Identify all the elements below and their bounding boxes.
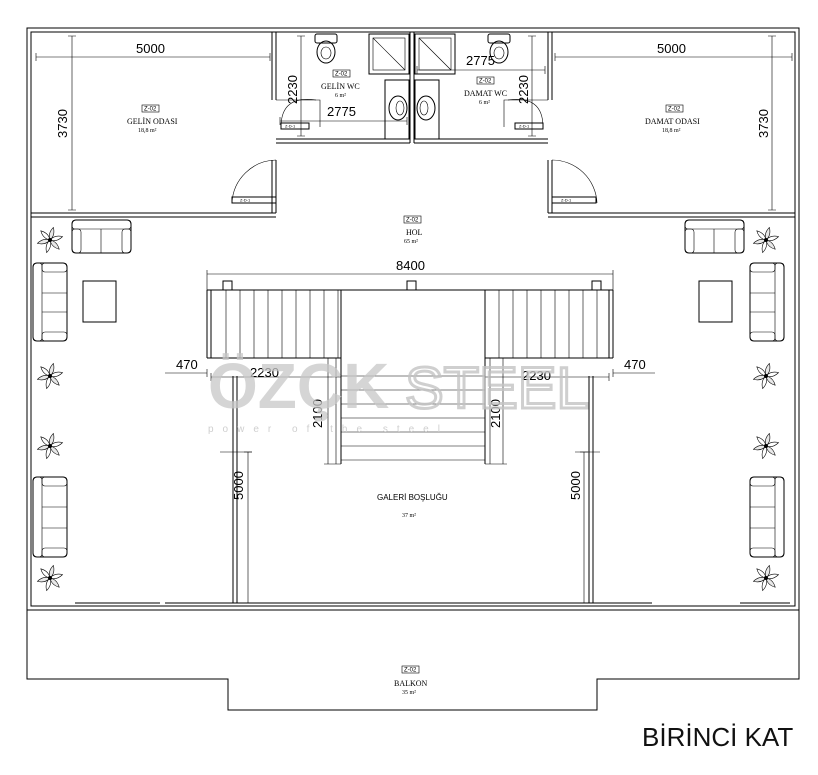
sofa-right-upper-icon <box>749 262 785 342</box>
label-galeri: GALERİ BOŞLUĞU <box>377 493 448 502</box>
watermark-brand-right: STEEL <box>405 356 589 421</box>
room-labels: Z-02 GELİN ODASI 18,8 m² Z-02 GELİN WC 6… <box>127 69 700 696</box>
tag-damat-odasi: Z-02 <box>668 107 681 113</box>
label-hol: HOL <box>406 228 423 237</box>
dim-gelin-wc-height: 2230 <box>285 75 300 104</box>
dim-damat-wc-height: 2230 <box>516 75 531 104</box>
dim-right-landing: 2230 <box>522 368 551 383</box>
tag-gelin-odasi: Z-02 <box>144 107 157 113</box>
dimensions-upper: 5000 3730 5000 3730 2230 2775 2775 2230 <box>35 35 793 211</box>
dim-damat-height: 3730 <box>756 109 771 138</box>
dim-right-offset: 470 <box>624 357 646 372</box>
sofa-top-right-icon <box>684 219 745 254</box>
label-gelin-odasi: GELİN ODASI <box>127 117 178 126</box>
sofa-left-lower-icon <box>32 476 68 558</box>
coffee-table-left-icon <box>82 280 117 323</box>
dim-left-stair-run: 2100 <box>310 399 325 428</box>
area-galeri: 37 m² <box>402 513 416 519</box>
plant-icon <box>36 564 64 592</box>
dim-gelin-height: 3730 <box>55 109 70 138</box>
coffee-table-right-icon <box>698 280 733 323</box>
door-tag-gelin-odasi: Z-D-1 <box>240 198 251 203</box>
plant-icon <box>752 432 780 460</box>
door-tag-gelin-wc: Z-D-1 <box>285 124 296 129</box>
staircase: 8400 470 470 2230 2230 2100 <box>165 258 655 603</box>
dim-gelin-width: 5000 <box>136 41 165 56</box>
drawing-title: BİRİNCİ KAT <box>642 722 793 752</box>
watermark-tagline: power of the steel <box>208 424 449 435</box>
sofa-right-lower-icon <box>749 476 785 558</box>
watermark-brand-left: ÖZÇK <box>208 350 389 422</box>
sink-damat-icon <box>414 79 440 140</box>
dim-left-landing: 2230 <box>250 365 279 380</box>
tag-gelin-wc: Z-02 <box>335 72 348 78</box>
plants <box>36 226 780 592</box>
sofa-top-left-icon <box>71 219 132 254</box>
shower-damat-icon <box>414 33 456 75</box>
label-damat-wc: DAMAT WC <box>464 89 507 98</box>
furniture <box>32 219 785 558</box>
sofa-left-upper-icon <box>32 262 68 342</box>
outer-walls <box>26 27 800 711</box>
dim-left-offset: 470 <box>176 357 198 372</box>
area-hol: 65 m² <box>404 239 418 245</box>
plant-icon <box>36 362 64 390</box>
dim-damat-width: 5000 <box>657 41 686 56</box>
dim-right-stair-run: 2100 <box>488 399 503 428</box>
area-balkon: 35 m² <box>402 690 416 696</box>
dim-stair-width: 8400 <box>396 258 425 273</box>
plant-icon <box>36 432 64 460</box>
watermark-logo: ÖZÇK STEEL power of the steel <box>208 350 590 435</box>
dim-gelin-wc-width: 2775 <box>327 104 356 119</box>
shower-gelin-icon <box>368 33 410 75</box>
wc-fixtures <box>314 33 511 140</box>
door-tag-damat-odasi: Z-D-1 <box>561 198 572 203</box>
area-gelin-odasi: 18,8 m² <box>138 128 157 134</box>
tag-hol: Z-02 <box>406 218 419 224</box>
area-damat-odasi: 18,8 m² <box>662 128 681 134</box>
area-damat-wc: 6 m² <box>479 100 490 106</box>
plant-icon <box>752 564 780 592</box>
door-tag-damat-wc: Z-D-1 <box>519 124 530 129</box>
label-balkon: BALKON <box>394 679 428 688</box>
label-damat-odasi: DAMAT ODASI <box>645 117 700 126</box>
plant-icon <box>752 226 780 254</box>
plant-icon <box>752 362 780 390</box>
toilet-damat-icon <box>487 33 511 64</box>
toilet-gelin-icon <box>314 33 338 64</box>
plant-icon <box>36 226 64 254</box>
doors: Z-D-1 Z-D-1 Z-D-1 Z-D-1 <box>231 99 598 204</box>
tag-damat-wc: Z-02 <box>479 79 492 85</box>
dim-damat-wc-width: 2775 <box>466 53 495 68</box>
label-gelin-wc: GELİN WC <box>321 82 360 91</box>
dim-left-gallery: 5000 <box>231 471 246 500</box>
dim-right-gallery: 5000 <box>568 471 583 500</box>
area-gelin-wc: 6 m² <box>335 93 346 99</box>
tag-balkon: Z-02 <box>404 668 417 674</box>
sink-gelin-icon <box>384 79 410 140</box>
